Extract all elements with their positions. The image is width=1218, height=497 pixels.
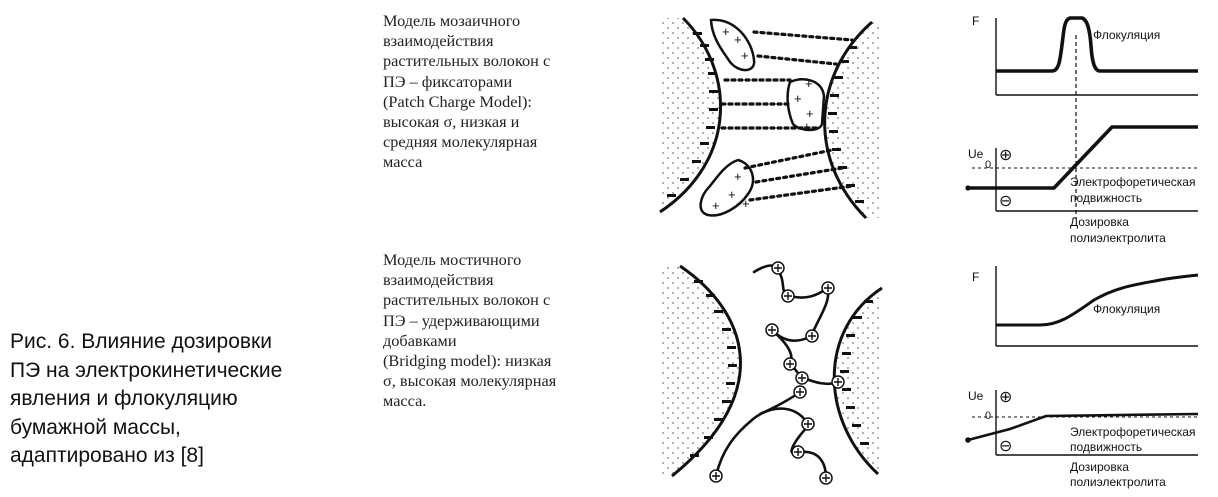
bridging-flocculation-chart: F Флокуляция xyxy=(972,266,1198,346)
bridging-model-diagram xyxy=(660,262,882,484)
y-axis-label: Ue xyxy=(968,389,984,403)
flocculation-curve xyxy=(996,18,1198,71)
curve-label: Электрофоретическая подвижность xyxy=(1070,175,1199,205)
y-axis-label: F xyxy=(972,14,979,28)
curve-label: Электрофоретическая подвижность xyxy=(1070,425,1199,454)
patch-mobility-chart: Ue ⊕ ⊖ 0 Электрофоретическая подвижность… xyxy=(965,127,1198,245)
positive-sign: ⊕ xyxy=(999,145,1012,164)
x-axis-label: Дозировка полиэлектролита xyxy=(1070,460,1166,489)
curve-label: Флокуляция xyxy=(1093,302,1160,316)
svg-text:+: + xyxy=(805,76,813,91)
bridging-mobility-chart: Ue ⊕ ⊖ 0 Электрофоретическая подвижность… xyxy=(965,387,1199,489)
x-axis-label: Дозировка полиэлектролита xyxy=(1070,215,1166,245)
flocculation-curve xyxy=(996,275,1198,325)
y-axis-label: Ue xyxy=(968,147,984,161)
patch-flocculation-chart: F Флокуляция xyxy=(972,14,1198,95)
patch-model-diagram: + + + + + + + + + + + xyxy=(660,18,880,218)
svg-text:+: + xyxy=(722,24,730,39)
svg-text:+: + xyxy=(741,48,749,63)
svg-text:+: + xyxy=(728,187,736,202)
zero-label: 0 xyxy=(985,159,991,171)
y-axis-label: F xyxy=(972,270,979,284)
negative-sign: ⊖ xyxy=(999,191,1012,210)
svg-text:+: + xyxy=(734,169,742,184)
negative-sign: ⊖ xyxy=(999,436,1012,455)
curve-label: Флокуляция xyxy=(1093,28,1160,42)
zero-label: 0 xyxy=(985,410,991,422)
svg-text:+: + xyxy=(712,198,720,213)
svg-text:+: + xyxy=(742,196,750,211)
positive-sign: ⊕ xyxy=(999,387,1012,406)
svg-text:+: + xyxy=(734,32,742,47)
svg-text:+: + xyxy=(794,91,802,106)
